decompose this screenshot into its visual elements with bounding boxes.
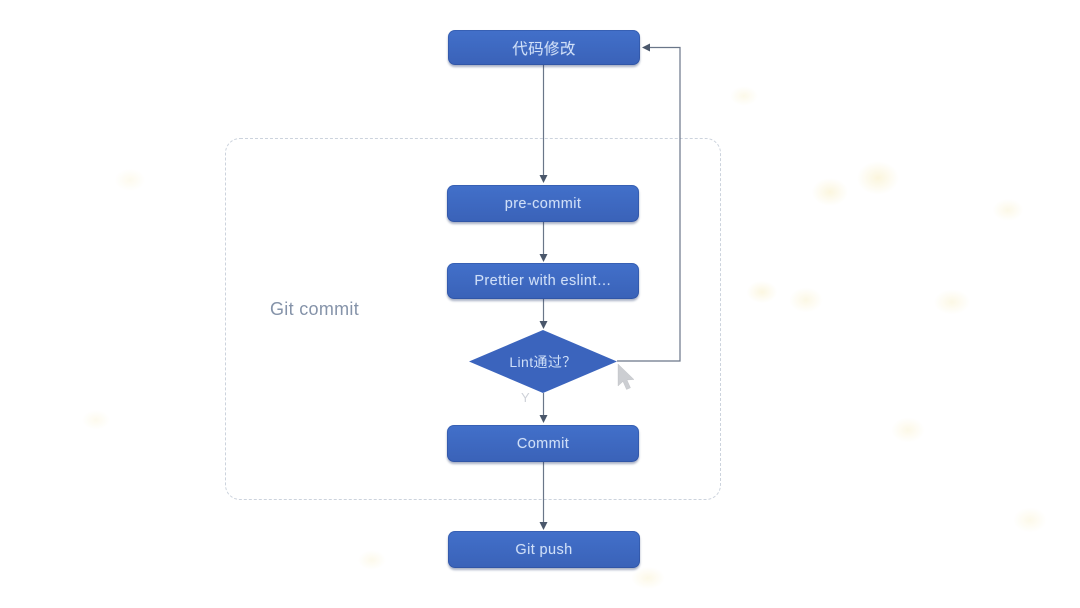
- git-commit-group-outline: [225, 138, 721, 500]
- node-code-change-label: 代码修改: [512, 40, 576, 58]
- git-commit-group-label: Git commit: [270, 299, 360, 319]
- node-git-push: Git push: [448, 531, 640, 568]
- node-commit: Commit: [447, 425, 639, 462]
- arrowhead-gitpush: [539, 522, 548, 530]
- node-prettier-eslint-label: Prettier with eslint…: [474, 273, 612, 289]
- node-lint-pass-decision-label: Lint通过？: [509, 353, 577, 370]
- yes-branch-label: Y: [521, 390, 530, 405]
- node-pre-commit-label: pre-commit: [504, 195, 582, 212]
- node-commit-label: Commit: [516, 435, 570, 452]
- node-pre-commit: pre-commit: [447, 185, 639, 222]
- node-git-push-label: Git push: [515, 541, 573, 558]
- node-prettier-eslint: Prettier with eslint…: [447, 263, 639, 299]
- arrowhead-loop-back: [642, 43, 650, 52]
- node-code-change: 代码修改: [448, 30, 640, 65]
